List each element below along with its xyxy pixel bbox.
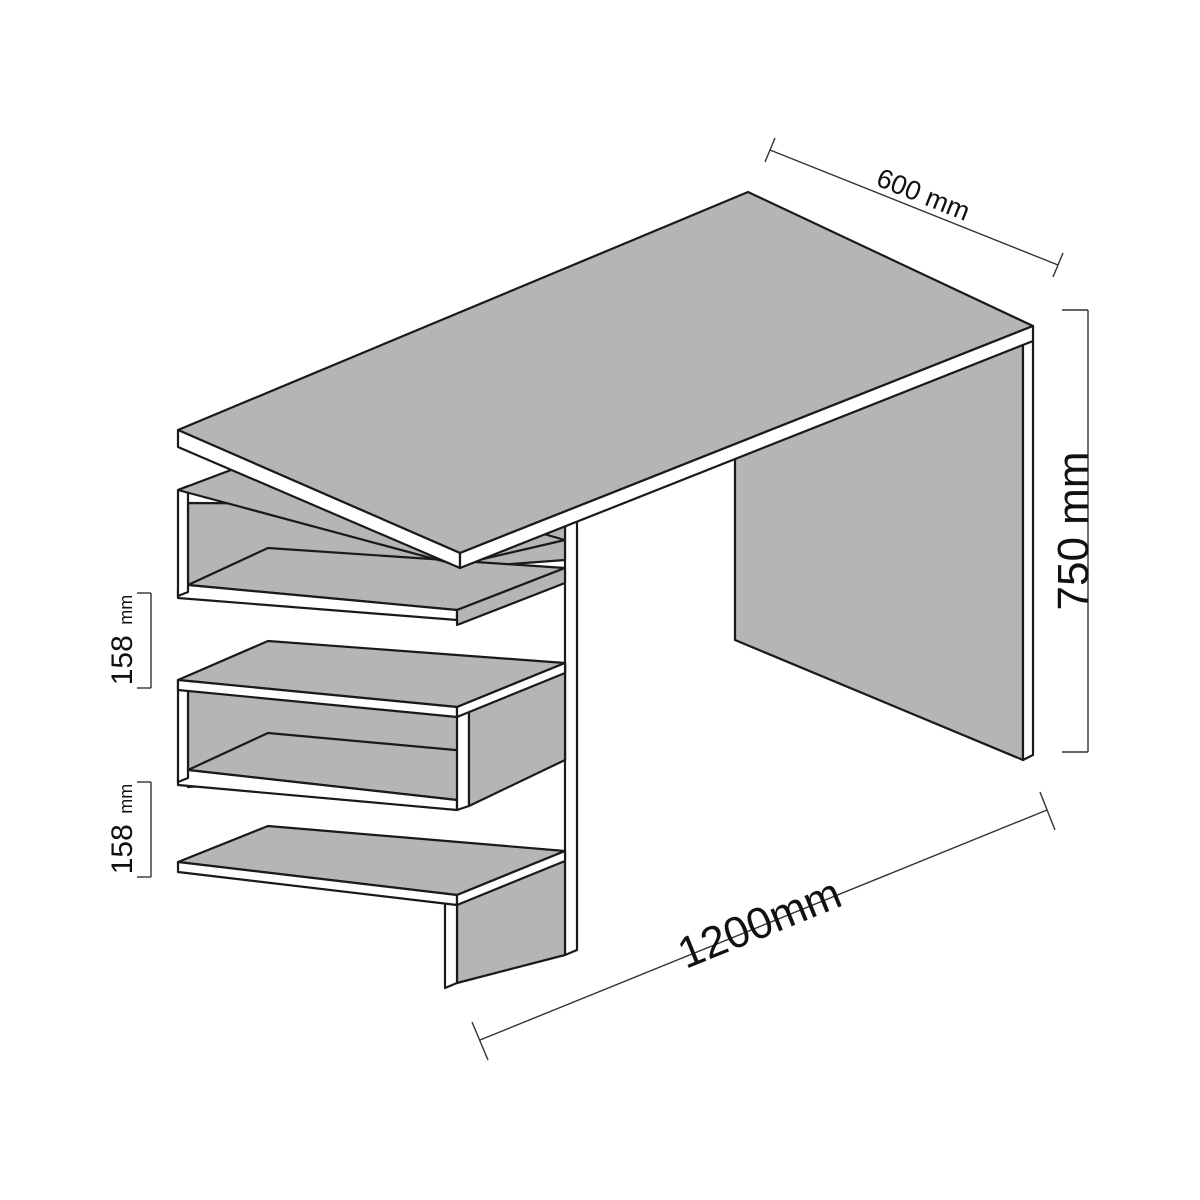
lower-box-side-edge: [443, 893, 459, 990]
width-label: 1200mm: [671, 869, 848, 979]
divider-edge: [563, 516, 579, 957]
lower-shelf-box: [176, 824, 567, 990]
desk-top-side-edge: [458, 324, 1035, 570]
shelf-gap-bottom-unit: mm: [116, 784, 136, 814]
shelf-gap-bottom-value: 158: [106, 824, 139, 874]
dimension-height: 750 mm: [1049, 309, 1098, 753]
vertical-divider-panel: [563, 516, 579, 957]
shelf-gap-top-value: 158: [106, 635, 139, 685]
bottom-shelf-side-edge: [455, 849, 567, 907]
desk-top: [176, 190, 1035, 570]
shelf-gap-top-unit: mm: [116, 595, 136, 625]
svg-text:158 mm: 158 mm: [106, 595, 139, 686]
right-leg-front-edge: [1021, 336, 1035, 762]
upper-box-right-lip: [455, 566, 567, 627]
depth-label: 600 mm: [872, 163, 974, 227]
upper-box-left-wall: [176, 484, 190, 598]
dimension-shelf-gap-top: 158 mm: [106, 592, 152, 689]
middle-box-right-wall: [455, 700, 471, 812]
middle-shelf-side-edge: [455, 661, 567, 719]
height-label: 750 mm: [1049, 452, 1098, 611]
svg-text:158 mm: 158 mm: [106, 784, 139, 875]
dimension-shelf-gap-bottom: 158 mm: [106, 781, 152, 878]
middle-shelf-box: [176, 639, 567, 812]
